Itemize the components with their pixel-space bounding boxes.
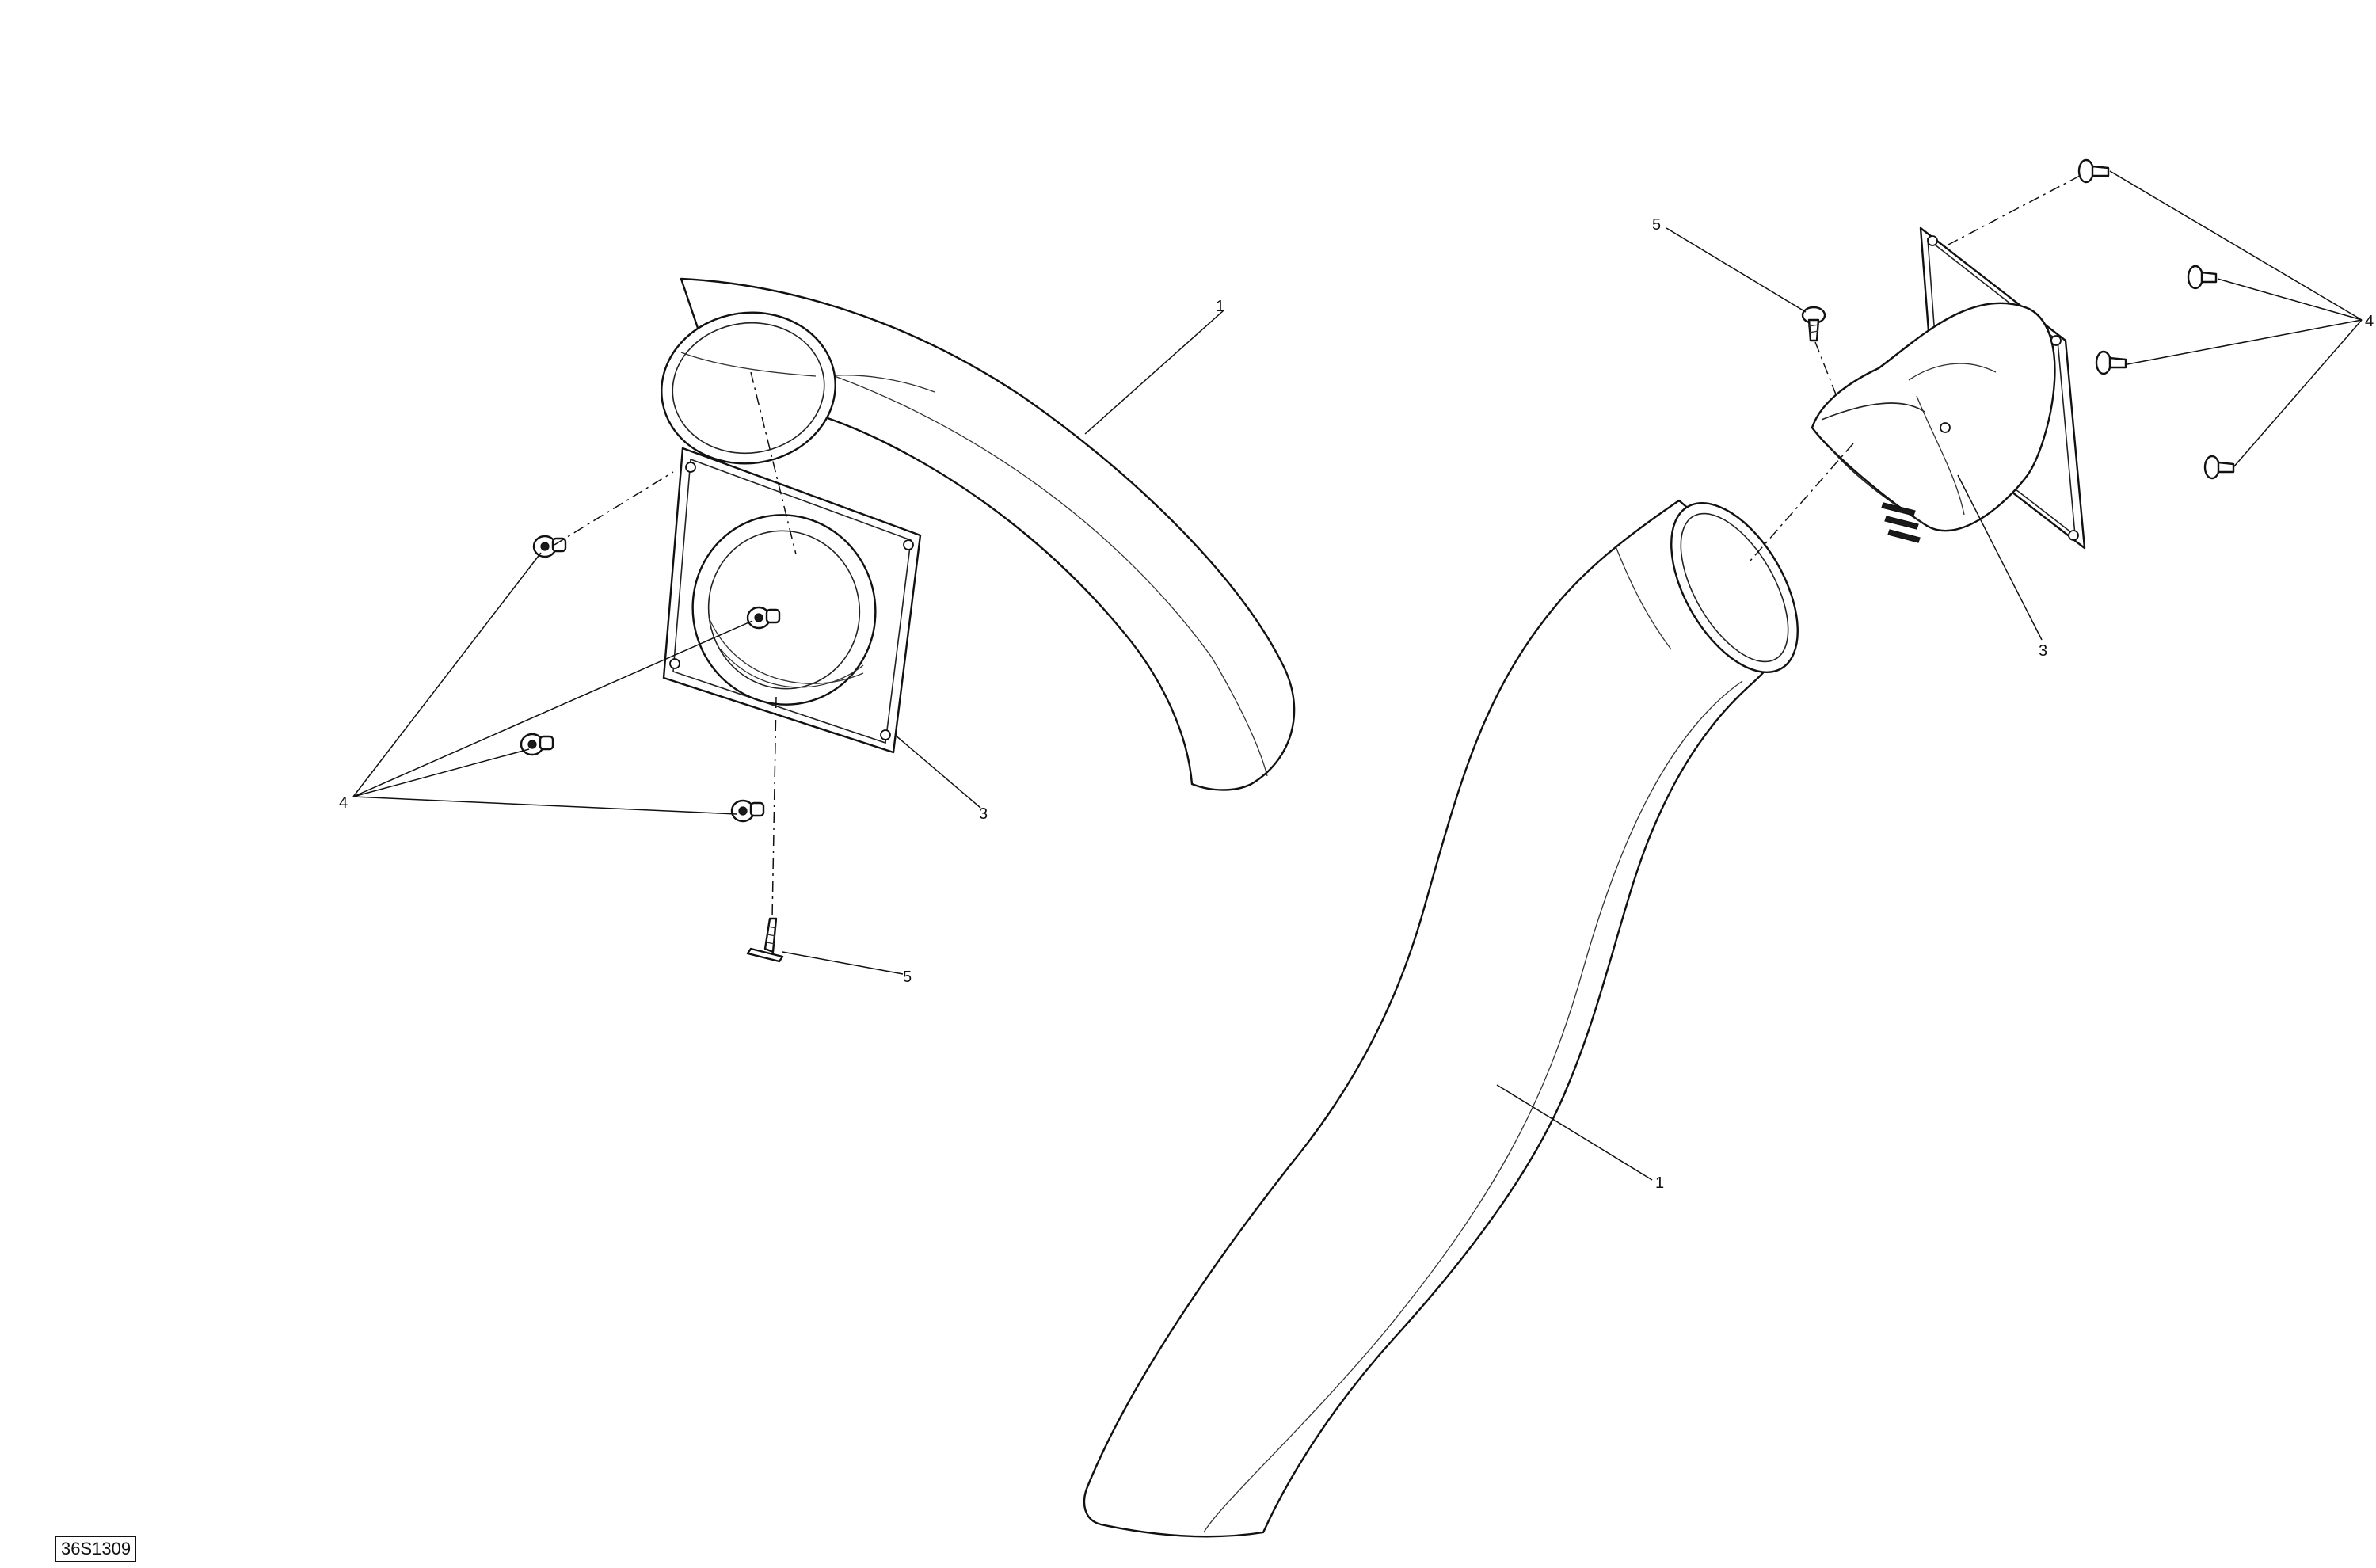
left-leader-rivet-4 xyxy=(352,796,737,815)
callout-right-hose: 1 xyxy=(1655,1174,1664,1192)
right-leader-rivet-3 xyxy=(2127,319,2363,365)
right-rivet-4 xyxy=(2203,455,2235,480)
left-rivet-middle xyxy=(520,733,554,756)
left-leader-adapter xyxy=(894,734,981,809)
callout-left-hose: 1 xyxy=(1216,298,1224,315)
callout-left-adapter: 3 xyxy=(979,805,988,823)
callout-left-screw: 5 xyxy=(903,969,912,986)
right-duct-hose xyxy=(1083,499,1799,1538)
left-rivet-top xyxy=(532,535,567,558)
callout-right-screw: 5 xyxy=(1652,216,1661,234)
right-screw xyxy=(1801,306,1826,342)
right-rivet-2 xyxy=(2187,265,2218,290)
left-rivet-bottom xyxy=(730,799,765,823)
right-alignment-line-axis xyxy=(1750,443,1854,561)
left-leader-hose xyxy=(1084,310,1224,435)
right-rivet-3 xyxy=(2095,350,2127,375)
left-leader-rivet-2 xyxy=(352,620,753,797)
right-leader-adapter xyxy=(1957,474,2043,641)
drawing-reference-code: 36S1309 xyxy=(55,1536,137,1562)
right-alignment-line-rivet xyxy=(1946,175,2081,246)
right-leader-rivet-4 xyxy=(2233,319,2363,468)
left-screw xyxy=(746,917,784,963)
right-leader-screw xyxy=(1666,227,1807,313)
right-leader-rivet-2 xyxy=(2217,278,2363,321)
left-leader-rivet-3 xyxy=(352,748,530,797)
right-flange-adapter xyxy=(1811,226,2086,550)
callout-left-rivets: 4 xyxy=(339,794,348,812)
right-rivet-1 xyxy=(2077,158,2110,184)
callout-right-adapter: 3 xyxy=(2039,642,2047,660)
left-leader-screw xyxy=(782,951,904,975)
right-leader-rivet-1 xyxy=(2109,170,2363,321)
left-flange-adapter xyxy=(662,447,922,754)
left-alignment-line-rivet xyxy=(554,471,674,546)
left-leader-rivet-1 xyxy=(352,552,542,797)
left-alignment-line-axis xyxy=(750,371,797,555)
left-rivet-center xyxy=(746,606,781,630)
right-alignment-line-screw xyxy=(1814,341,1837,395)
callout-right-rivets: 4 xyxy=(2365,313,2374,330)
left-duct-hose xyxy=(661,277,1296,791)
right-leader-hose xyxy=(1496,1084,1653,1181)
left-alignment-line-screw xyxy=(771,696,777,919)
